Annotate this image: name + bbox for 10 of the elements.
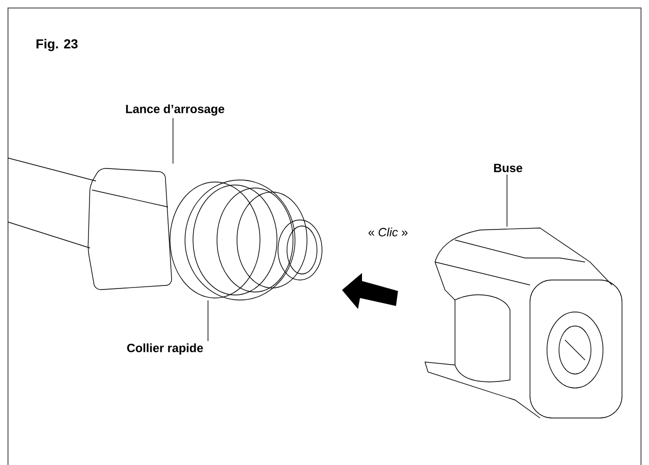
part-label: Lance d’arrosage	[126, 104, 224, 116]
collar-drawing	[170, 180, 322, 300]
leader-line	[172, 118, 174, 164]
part-label: Collier rapide	[127, 343, 203, 355]
leader-line	[506, 174, 508, 227]
lance-drawing	[8, 158, 172, 290]
nozzle-drawing	[424, 228, 622, 418]
part-label: Buse	[494, 164, 522, 172]
figure-title: Fig. 23	[36, 38, 78, 52]
click-label: « Clic »	[368, 228, 408, 236]
